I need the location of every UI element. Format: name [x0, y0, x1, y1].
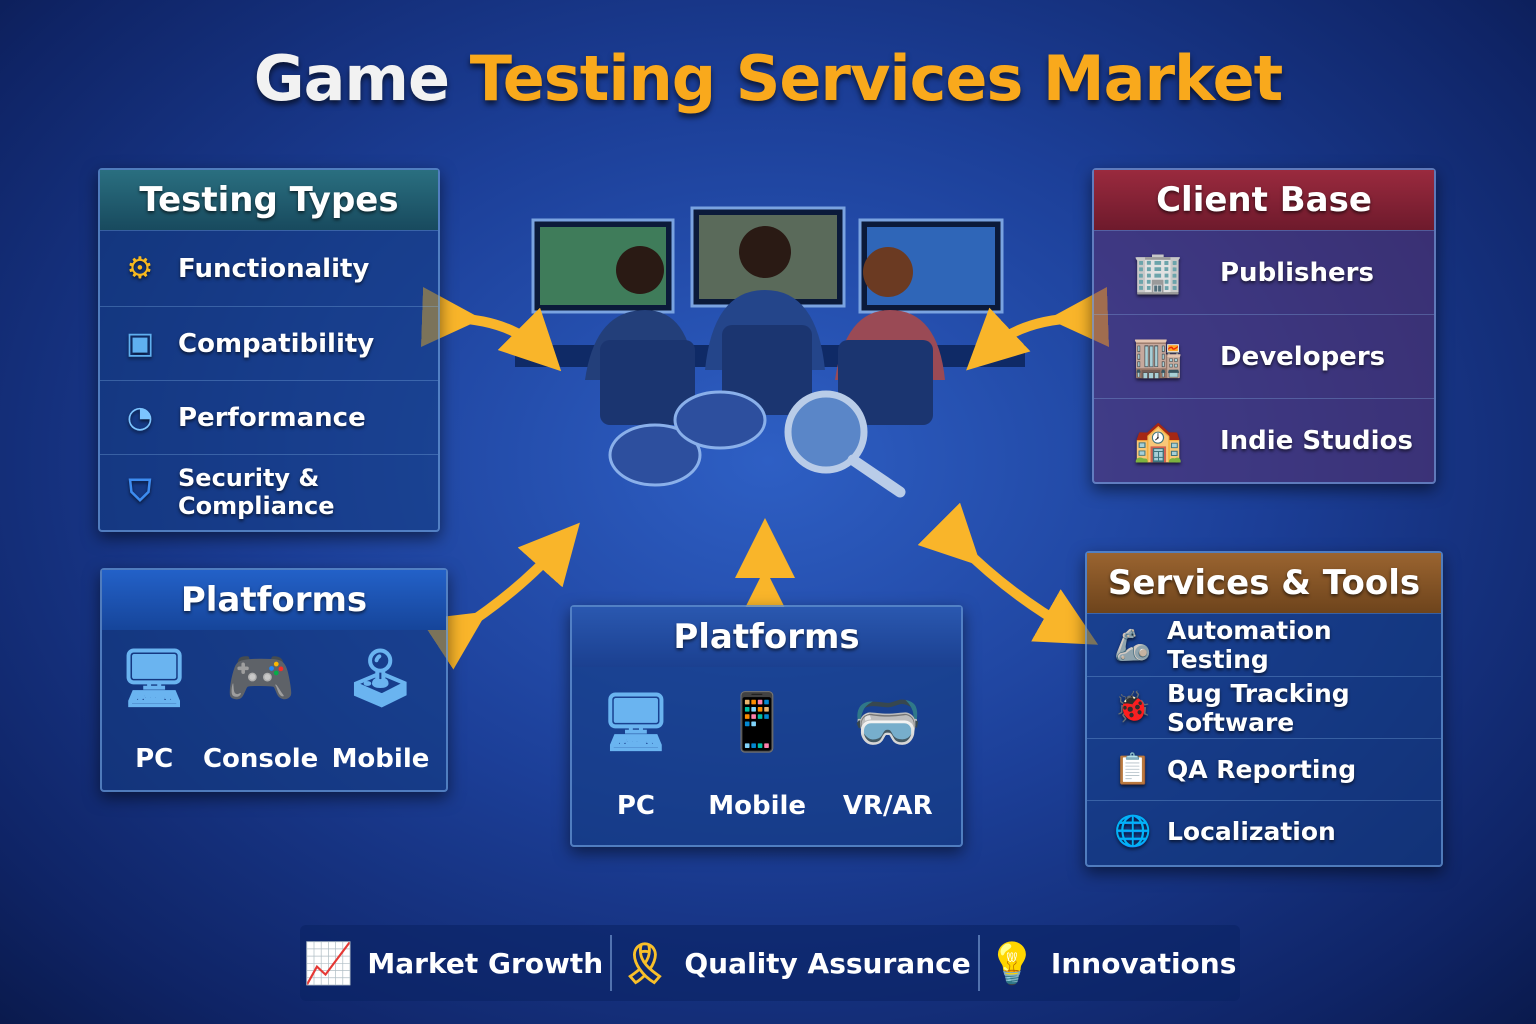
panel-header: Platforms — [572, 607, 961, 667]
testing-type-security[interactable]: ⛉Security & Compliance — [100, 454, 438, 528]
building-icon: 🏬 — [1133, 334, 1183, 380]
mobile-phone-icon: 📱 — [722, 690, 792, 755]
platforms-center-panel: Platforms 🖥PC 📱Mobile 🥽VR/AR — [570, 605, 963, 847]
testers — [585, 226, 945, 425]
platform-vr-ar[interactable]: 🥽VR/AR — [843, 667, 933, 821]
gamepad-magnifier-icon — [608, 390, 906, 498]
services-tools-panel: Services & Tools 🦾Automation Testing 🐞Bu… — [1085, 551, 1443, 867]
panel-header: Client Base — [1094, 170, 1434, 230]
vr-headset-icon: 🕹 — [344, 646, 417, 711]
client-indie-studios[interactable]: 🏫Indie Studios — [1094, 398, 1434, 482]
pc-monitor-icon: 🖥 — [600, 690, 672, 755]
bug-document-icon: 🐞 — [1114, 690, 1152, 725]
panel-header: Services & Tools — [1087, 553, 1441, 613]
platform-mobile[interactable]: 📱Mobile — [708, 667, 806, 821]
globe-icon: 🌐 — [1114, 814, 1152, 849]
service-localization[interactable]: 🌐Localization — [1087, 800, 1441, 862]
service-automation-testing[interactable]: 🦾Automation Testing — [1087, 613, 1441, 676]
platform-pc[interactable]: 🖥PC — [600, 667, 671, 821]
pc-monitor-icon: 🖥 — [118, 646, 190, 711]
divider — [977, 935, 980, 991]
platform-mobile[interactable]: 🕹Mobile — [332, 630, 430, 774]
robot-arm-icon: 🦾 — [1114, 627, 1152, 663]
page-title: Game Testing Services Market — [253, 42, 1284, 115]
innovations-item[interactable]: 💡Innovations — [987, 940, 1237, 987]
service-qa-reporting[interactable]: 📋QA Reporting — [1087, 738, 1441, 800]
platform-console[interactable]: 🎮Console — [203, 630, 318, 774]
connector-arrows — [420, 286, 1110, 670]
client-base-panel: Client Base 🏢Publishers 🏬Developers 🏫Ind… — [1092, 168, 1436, 484]
award-ribbon-icon: 🎗 — [619, 940, 671, 987]
shield-check-icon: ⛉ — [128, 474, 152, 509]
speedometer-icon: ◔ — [126, 400, 154, 435]
divider — [610, 935, 613, 991]
checklist-icon: 📋 — [1114, 752, 1152, 787]
testing-type-compatibility[interactable]: ▣Compatibility — [100, 306, 438, 380]
client-publishers[interactable]: 🏢Publishers — [1094, 230, 1434, 314]
tablet-icon: ▣ — [125, 326, 155, 361]
service-bug-tracking[interactable]: 🐞Bug Tracking Software — [1087, 676, 1441, 738]
growth-chart-icon: 📈 — [303, 940, 354, 987]
testing-type-performance[interactable]: ◔Performance — [100, 380, 438, 454]
bottom-bar: 📈Market Growth 🎗Quality Assurance 💡Innov… — [300, 925, 1240, 1001]
vr-goggles-icon: 🥽 — [852, 690, 923, 755]
quality-assurance-item[interactable]: 🎗Quality Assurance — [619, 940, 971, 987]
gear-icon: ⚙ — [126, 251, 154, 286]
platform-pc[interactable]: 🖥PC — [119, 630, 190, 774]
testing-types-panel: Testing Types ⚙Functionality ▣Compatibil… — [98, 168, 440, 532]
studio-house-icon: 🏫 — [1133, 418, 1183, 464]
panel-header: Platforms — [102, 570, 446, 630]
market-growth-item[interactable]: 📈Market Growth — [303, 940, 604, 987]
console-icon: 🎮 — [225, 646, 296, 711]
client-developers[interactable]: 🏬Developers — [1094, 314, 1434, 398]
office-building-icon: 🏢 — [1133, 250, 1183, 296]
panel-header: Testing Types — [100, 170, 438, 230]
testing-type-functionality[interactable]: ⚙Functionality — [100, 230, 438, 306]
platforms-left-panel: Platforms 🖥PC 🎮Console 🕹Mobile — [100, 568, 448, 792]
lightbulb-icon: 💡 — [987, 940, 1037, 987]
